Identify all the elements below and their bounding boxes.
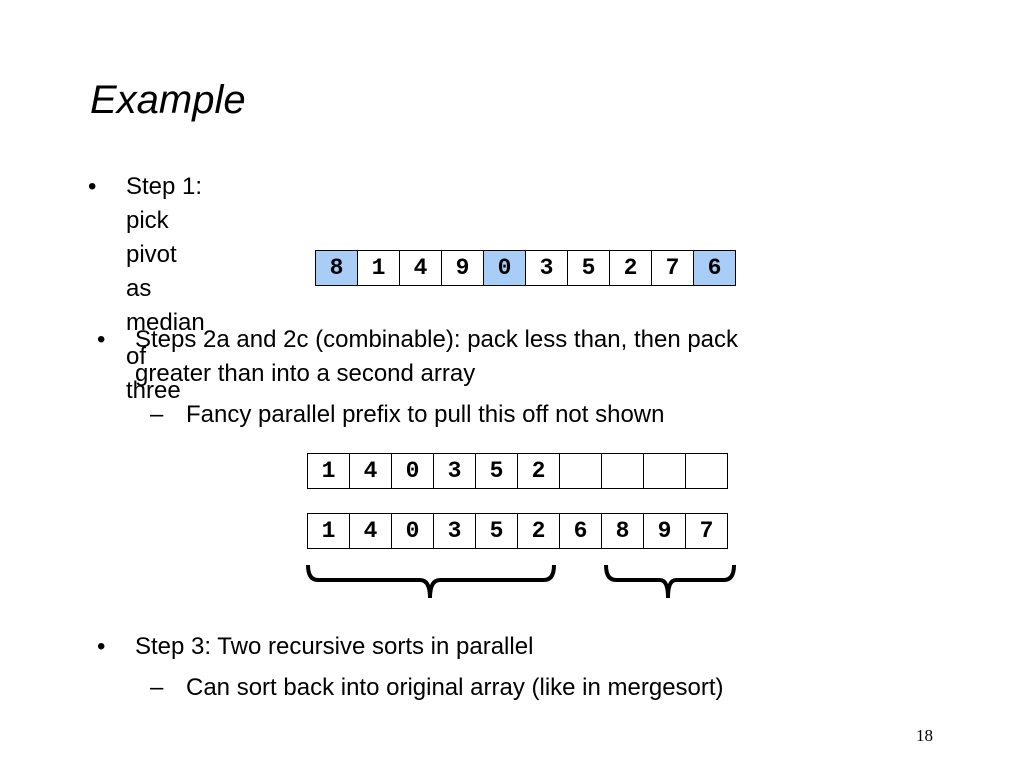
array-cell: 3	[526, 251, 568, 286]
array-cell: 5	[568, 251, 610, 286]
array-cell	[644, 454, 686, 489]
array-cell: 0	[484, 251, 526, 286]
array-cell: 2	[518, 514, 560, 549]
array-cell: 2	[610, 251, 652, 286]
bullet-marker: •	[97, 326, 106, 353]
bullet-text-line-2: greater than into a second array	[135, 360, 476, 387]
array-cell: 6	[694, 251, 736, 286]
array-cell: 9	[442, 251, 484, 286]
dash-marker: –	[150, 401, 164, 428]
array-cell: 0	[392, 454, 434, 489]
array-cell: 1	[358, 251, 400, 286]
array-cell: 2	[518, 454, 560, 489]
array-cell	[602, 454, 644, 489]
array-cell: 8	[602, 514, 644, 549]
array-cell	[686, 454, 728, 489]
bullet-text-line-1: Steps 2a and 2c (combinable): pack less …	[135, 326, 739, 353]
array-cell: 1	[308, 454, 350, 489]
array-cell: 4	[400, 251, 442, 286]
array-cell: 1	[308, 514, 350, 549]
slide-title: Example	[90, 78, 246, 122]
page-number: 18	[916, 726, 933, 745]
sub-bullet-text: Can sort back into original array (like …	[186, 674, 724, 701]
array-cell: 3	[434, 514, 476, 549]
array-cell: 4	[350, 454, 392, 489]
left-partition-brace	[306, 564, 556, 599]
array-cell: 5	[476, 454, 518, 489]
bullet-marker: •	[88, 173, 97, 200]
array-cell: 9	[644, 514, 686, 549]
bullet-marker: •	[97, 633, 106, 660]
dash-marker: –	[150, 674, 164, 701]
right-partition-brace	[604, 564, 736, 599]
array-cell	[560, 454, 602, 489]
array-cell: 6	[560, 514, 602, 549]
array-cell: 0	[392, 514, 434, 549]
bullet-text: Step 1: pick pivot as median of three	[126, 173, 205, 404]
array-cell: 7	[652, 251, 694, 286]
array-cell: 5	[476, 514, 518, 549]
bullet-text: Step 3: Two recursive sorts in parallel	[135, 633, 534, 660]
array-cell: 4	[350, 514, 392, 549]
sub-bullet-text: Fancy parallel prefix to pull this off n…	[186, 401, 665, 428]
array-cell: 8	[316, 251, 358, 286]
array-cell: 7	[686, 514, 728, 549]
array-cell: 3	[434, 454, 476, 489]
